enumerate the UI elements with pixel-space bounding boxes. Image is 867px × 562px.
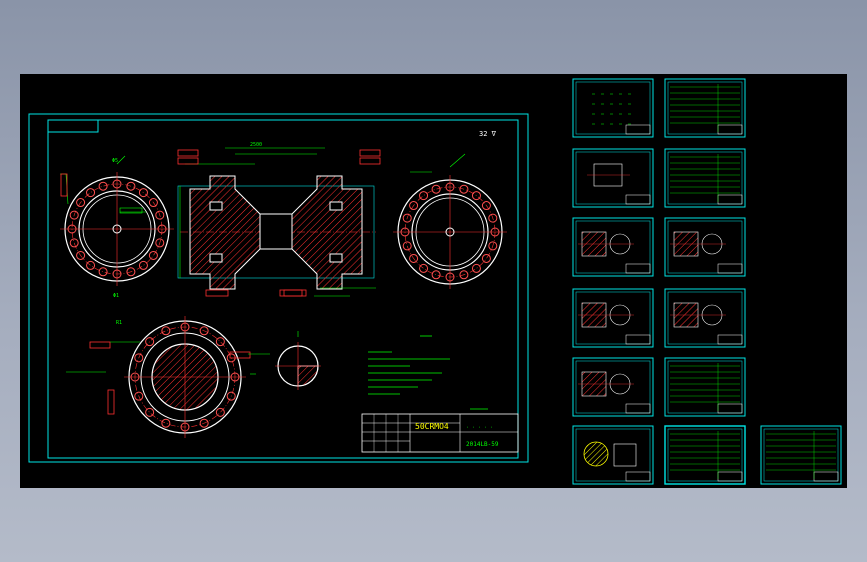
thumbnail-sheet[interactable]: [572, 217, 654, 277]
main-sheet[interactable]: 32 ∇ Φ5 Φ1: [28, 113, 529, 463]
thumbnail-sheet[interactable]: [664, 148, 746, 208]
thumbnail-sheet[interactable]: [664, 217, 746, 277]
material-label: 50CRMO4: [415, 422, 449, 431]
center-section-view: 2500: [177, 142, 381, 297]
right-flange-view: [393, 153, 507, 289]
cad-drawing-canvas[interactable]: 32 ∇ Φ5 Φ1: [20, 74, 847, 488]
thumbnail-sheet[interactable]: [572, 148, 654, 208]
thumbnail-sheet[interactable]: [664, 425, 746, 485]
thumbnail-sheet[interactable]: [572, 357, 654, 417]
sheet-inner-border: [47, 119, 519, 459]
thumbnail-sheets[interactable]: [572, 78, 842, 485]
svg-text:R1: R1: [116, 320, 122, 326]
drawing-number-box: [47, 119, 99, 133]
technical-notes: [368, 335, 488, 410]
svg-text:2500: 2500: [250, 142, 262, 148]
thumbnail-sheet[interactable]: [760, 425, 842, 485]
cad-drawing-svg: 32 ∇ Φ5 Φ1: [28, 78, 842, 485]
detail-circle: [275, 331, 321, 390]
drawing-number: 2014LB-59: [466, 441, 499, 448]
thumbnail-sheet[interactable]: [664, 357, 746, 417]
sheet-outer-border: [28, 113, 529, 463]
thumbnail-sheet[interactable]: [572, 288, 654, 348]
thumbnail-sheet[interactable]: [572, 425, 654, 485]
roughness-symbol: 32 ∇: [479, 130, 497, 138]
svg-text:Φ5: Φ5: [112, 158, 118, 164]
svg-text:Φ1: Φ1: [113, 293, 119, 299]
left-flange-view: Φ5 Φ1: [60, 155, 174, 299]
drawing-subtitle: · · · · ·: [466, 425, 493, 431]
bottom-flange-view: R1: [66, 316, 270, 438]
thumbnail-sheet[interactable]: [572, 78, 654, 138]
title-block: 50CRMO4 · · · · · 2014LB-59: [361, 413, 519, 453]
thumbnail-sheet[interactable]: [664, 78, 746, 138]
thumbnail-sheet[interactable]: [664, 288, 746, 348]
